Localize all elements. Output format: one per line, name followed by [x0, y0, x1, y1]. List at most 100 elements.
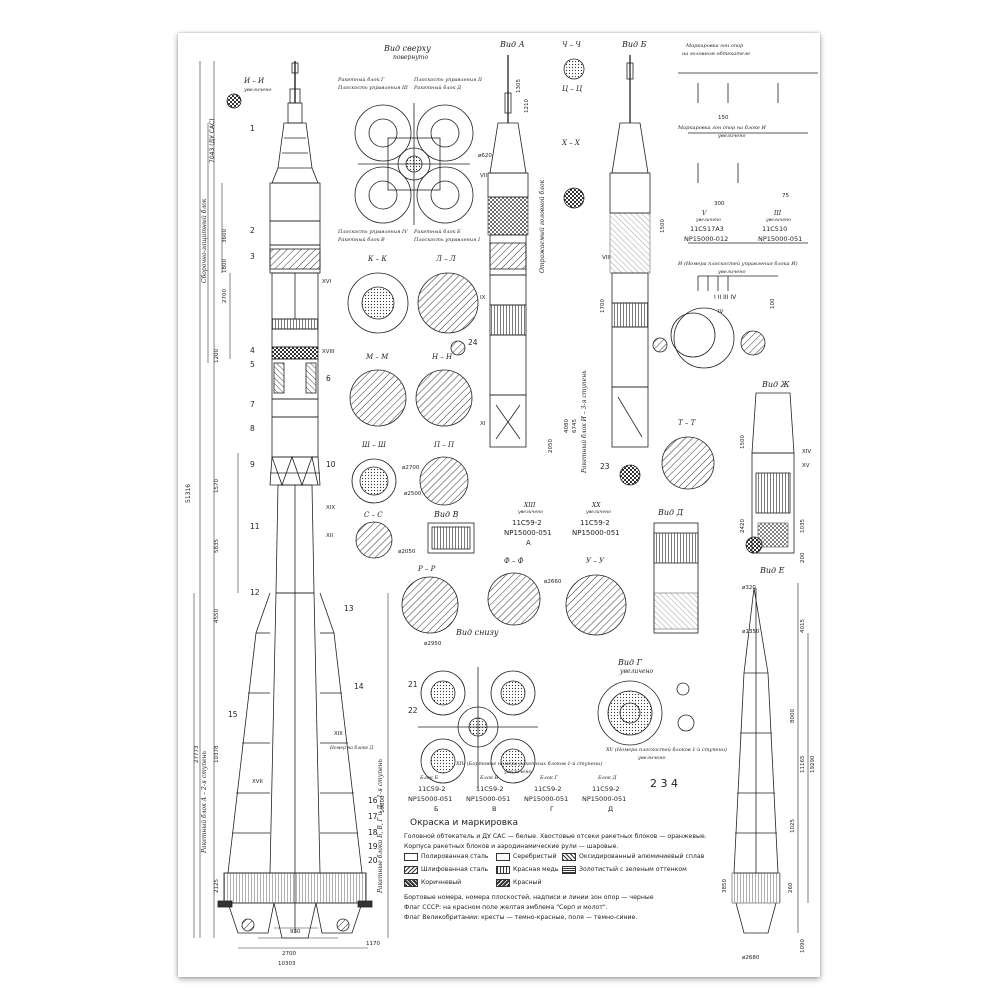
roman-xiii: XIII	[334, 731, 343, 737]
callout-22: 22	[408, 706, 418, 715]
dim-3600: 3600	[222, 229, 228, 243]
dim-1800: 1800	[222, 259, 228, 273]
view-top-title: Вид сверху	[383, 44, 431, 53]
marking-texts: Маркировка зон опор на головном обтекате…	[455, 43, 802, 790]
block-g-np: NP15000-051	[524, 795, 568, 803]
section-tt: Т – Т	[678, 419, 697, 427]
swatch-polished-steel	[404, 853, 418, 861]
label-fairing: Отражаемый головной блок	[539, 179, 546, 273]
dim-2420: 2420	[740, 519, 746, 533]
dia-2500: ø2500	[404, 491, 422, 497]
note-side: Номер на блоке Д	[329, 744, 374, 751]
section-ll: Л – Л	[435, 255, 456, 263]
dim-1500b: 1500	[740, 435, 746, 449]
callout-7: 7	[250, 400, 255, 409]
roman-xiv: XIV	[802, 449, 811, 455]
block-g-name: Блок Г	[539, 775, 558, 781]
code-xiii-np: NP15000-051	[504, 529, 552, 537]
dim-19290: 19290	[810, 755, 816, 773]
callout-18: 18	[368, 828, 378, 837]
view-g-sub: увеличено	[619, 668, 653, 675]
callout-14: 14	[354, 682, 364, 691]
section-ii: И – И	[243, 77, 265, 85]
swatch-ground-steel	[404, 866, 418, 874]
roman-xi: XI	[480, 421, 486, 427]
callout-1: 1	[250, 124, 255, 133]
section-nn: Н – Н	[431, 353, 453, 361]
code-v-label: V	[702, 210, 707, 217]
roman-xix: XIX	[326, 505, 335, 511]
top-label-2: Плоскость управления II	[413, 77, 483, 83]
roman-xviii: XVIII	[322, 349, 335, 355]
section-ii-sub: увеличено	[243, 87, 272, 93]
dim-10303: 10303	[278, 961, 296, 967]
callout-4: 4	[250, 346, 255, 355]
dim-5835: 5835	[214, 539, 220, 553]
section-ff: Ф – Ф	[504, 557, 524, 565]
callout-21: 21	[408, 680, 418, 689]
label-third-stage: Ракетный блок И – 3-я ступень	[581, 370, 588, 474]
view-d-drawing	[653, 522, 699, 634]
bottom-view-drawing	[418, 667, 538, 789]
view-zh-title: Вид Ж	[761, 380, 791, 389]
view-g-drawing	[597, 680, 695, 746]
callout-17: 17	[368, 812, 378, 821]
code-v-code: 11С517А3	[690, 225, 724, 233]
marking-roman-row: I II III IV	[714, 294, 737, 301]
dim-75: 75	[782, 193, 789, 199]
dia-2050: ø2050	[398, 549, 416, 555]
callout-8: 8	[250, 424, 255, 433]
callout-24: 24	[468, 338, 478, 347]
dim-4080: 4080	[564, 419, 570, 433]
dim-1700: 1700	[600, 299, 606, 313]
code-xiii-sub: увеличено	[517, 510, 543, 515]
view-g-title: Вид Г	[617, 658, 643, 667]
dim-3850: 3850	[722, 879, 728, 893]
section-pp: П – П	[433, 441, 455, 449]
marking-zone-bars	[678, 72, 818, 291]
marking-numbers: 2 3 4	[650, 777, 678, 790]
block-codes: Блок Б 11С59-2 NP15000-051 Б Блок В 11С5…	[408, 775, 626, 813]
dim-19800: 19800	[380, 795, 386, 813]
section-rr: Р – Р	[417, 565, 436, 573]
view-e-booster	[731, 583, 809, 934]
dim-4550: 4550	[214, 609, 220, 623]
marking-bottom-note2: увеличено	[503, 769, 532, 775]
dia-1350: ø1350	[742, 629, 760, 635]
legend-item-ground-steel: Шлифованная сталь	[421, 866, 489, 873]
top-label-8: Ракетный блок Б	[413, 228, 461, 235]
view-titles: Вид сверху повернуто Вид А Вид Б Вид В В…	[383, 40, 791, 675]
code-xiii-label: XIII	[523, 502, 536, 509]
label-head-block: Сборочно-защитный блок	[201, 198, 208, 283]
marking-title-1b: на головном обтекателе	[682, 50, 750, 57]
code-xiii-letter: А	[526, 539, 531, 547]
section-ts: Ц – Ц	[562, 85, 583, 93]
legend-item-polished-steel: Полированная сталь	[421, 853, 489, 860]
code-iii-code: 11С510	[762, 225, 787, 233]
block-g-letter: Г	[550, 805, 554, 813]
legend-line-1: Головной обтекатель и ДУ САС — белые. Хв…	[404, 833, 707, 840]
code-xx-sub: увеличено	[585, 510, 611, 515]
callout-19: 19	[368, 842, 378, 851]
block-b-letter: Б	[434, 805, 438, 813]
callout-6: 6	[326, 374, 331, 383]
top-label-4: Ракетный блок Д	[413, 84, 462, 91]
label-blocks-bvgd: Ракетные блоки Б, В, Г и Д – 1-я ступень	[377, 759, 384, 894]
dim-1090: 1090	[800, 939, 806, 953]
dia-2700: ø2700	[402, 465, 420, 471]
dim-100: 100	[770, 298, 776, 309]
callout-10: 10	[326, 460, 336, 469]
dim-1210: 1210	[524, 99, 530, 113]
callout-20: 20	[368, 856, 378, 865]
code-iii-np: NP15000-051	[758, 235, 802, 243]
block-b-np: NP15000-051	[408, 795, 452, 803]
dim-300: 300	[714, 201, 725, 207]
callout-11: 11	[250, 522, 260, 531]
swatch-oxidized	[562, 853, 576, 861]
legend-title: Окраска и маркировка	[410, 818, 518, 828]
callout-2: 2	[250, 226, 255, 235]
dimension-texts: 3600 2700 1800 1200 1570 5835 4550 27773…	[194, 79, 816, 967]
roman-vii: VII	[480, 173, 487, 179]
top-view-drawing	[354, 103, 474, 225]
drawing-sheet: Вид сверху повернуто Вид А Вид Б Вид В В…	[178, 33, 820, 977]
